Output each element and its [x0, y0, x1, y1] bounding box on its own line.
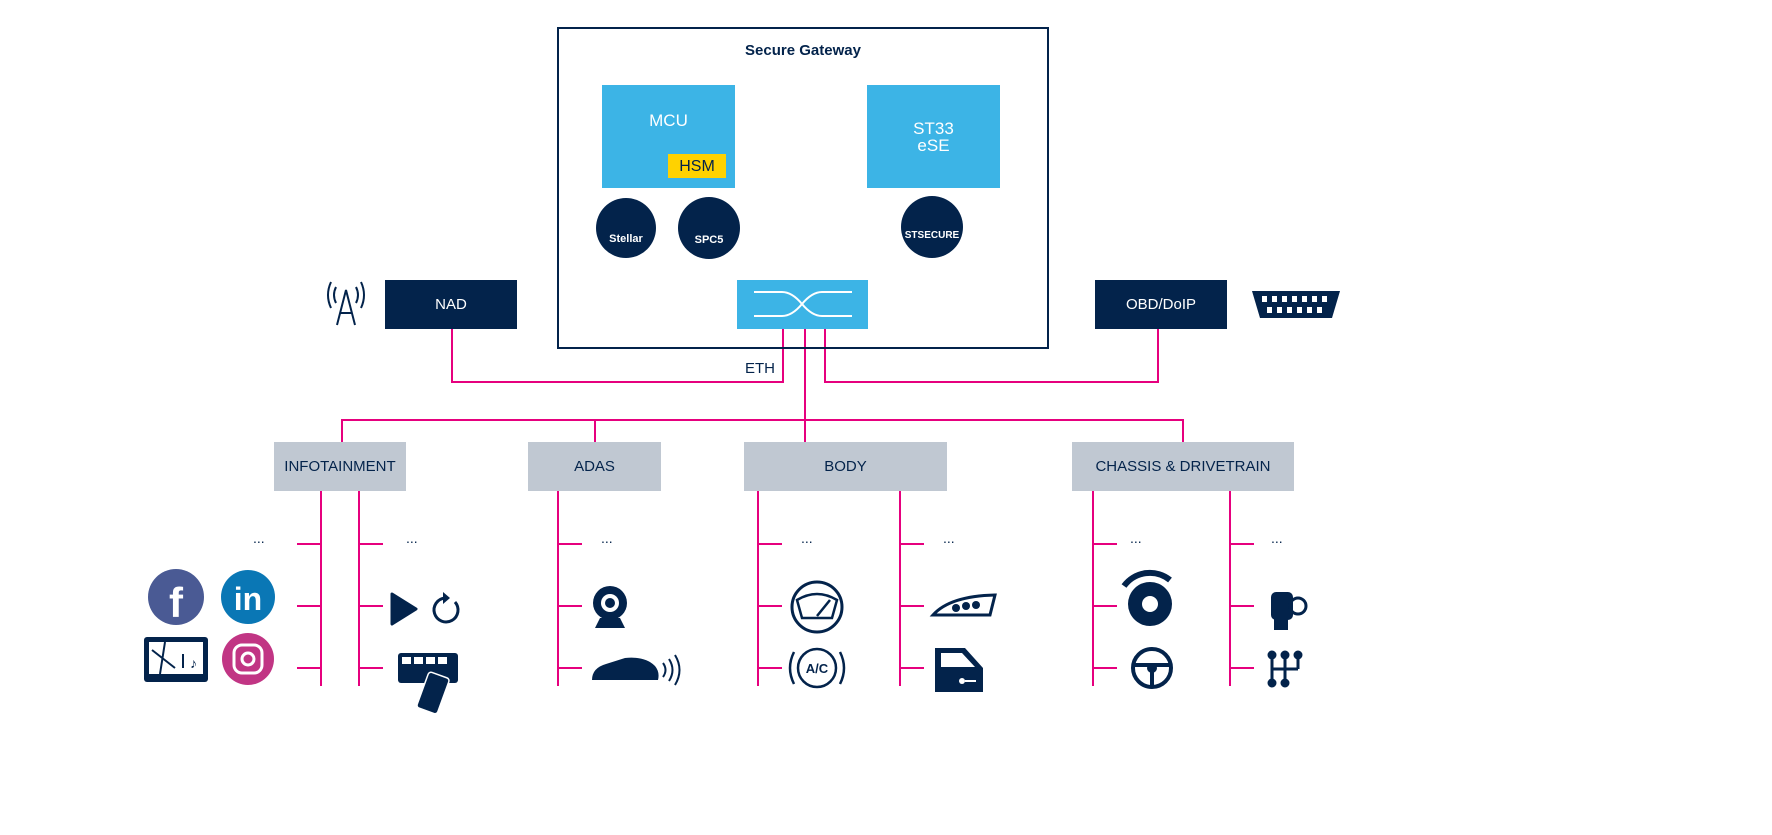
eth-label: ETH [745, 360, 775, 377]
hsm-box: HSM [668, 154, 726, 178]
ellipsis: ... [253, 530, 265, 546]
domain-body: BODY [744, 442, 947, 491]
ellipsis: ... [601, 530, 613, 546]
domain-adas: ADAS [528, 442, 661, 491]
st33-label: ST33 [913, 118, 954, 138]
mcu-label: MCU [649, 110, 688, 130]
stsecure-logo-icon: STSECURE [901, 196, 963, 258]
st33-box: ST33 eSE [867, 85, 1000, 188]
nad-eth-line [451, 329, 784, 383]
ese-label: eSE [917, 135, 950, 155]
spc5-text: SPC5 [694, 234, 724, 246]
gateway-title: Secure Gateway [745, 42, 861, 59]
domain-chassis-drivetrain: CHASSIS & DRIVETRAIN [1072, 442, 1294, 491]
spc5-logo-icon: SPC5 [678, 197, 740, 259]
gateway-border [557, 27, 1049, 349]
ellipsis: ... [943, 530, 955, 546]
ellipsis: ... [801, 530, 813, 546]
mcu-box: MCU [602, 85, 735, 155]
stellar-logo-icon: Stellar [596, 198, 656, 258]
ethernet-switch-icon [737, 280, 868, 329]
ellipsis: ... [1271, 530, 1283, 546]
stsecure-text: STSECURE [904, 230, 960, 241]
obd-eth-line [824, 329, 1159, 383]
nad-box: NAD [385, 280, 517, 329]
bus-line [341, 419, 1184, 442]
branch-lines [320, 491, 1231, 686]
ellipsis: ... [406, 530, 418, 546]
stubs [297, 543, 1254, 669]
obd-doip-box: OBD/DoIP [1095, 280, 1227, 329]
stellar-text: Stellar [609, 233, 643, 245]
domain-infotainment: INFOTAINMENT [274, 442, 406, 491]
ellipsis: ... [1130, 530, 1142, 546]
